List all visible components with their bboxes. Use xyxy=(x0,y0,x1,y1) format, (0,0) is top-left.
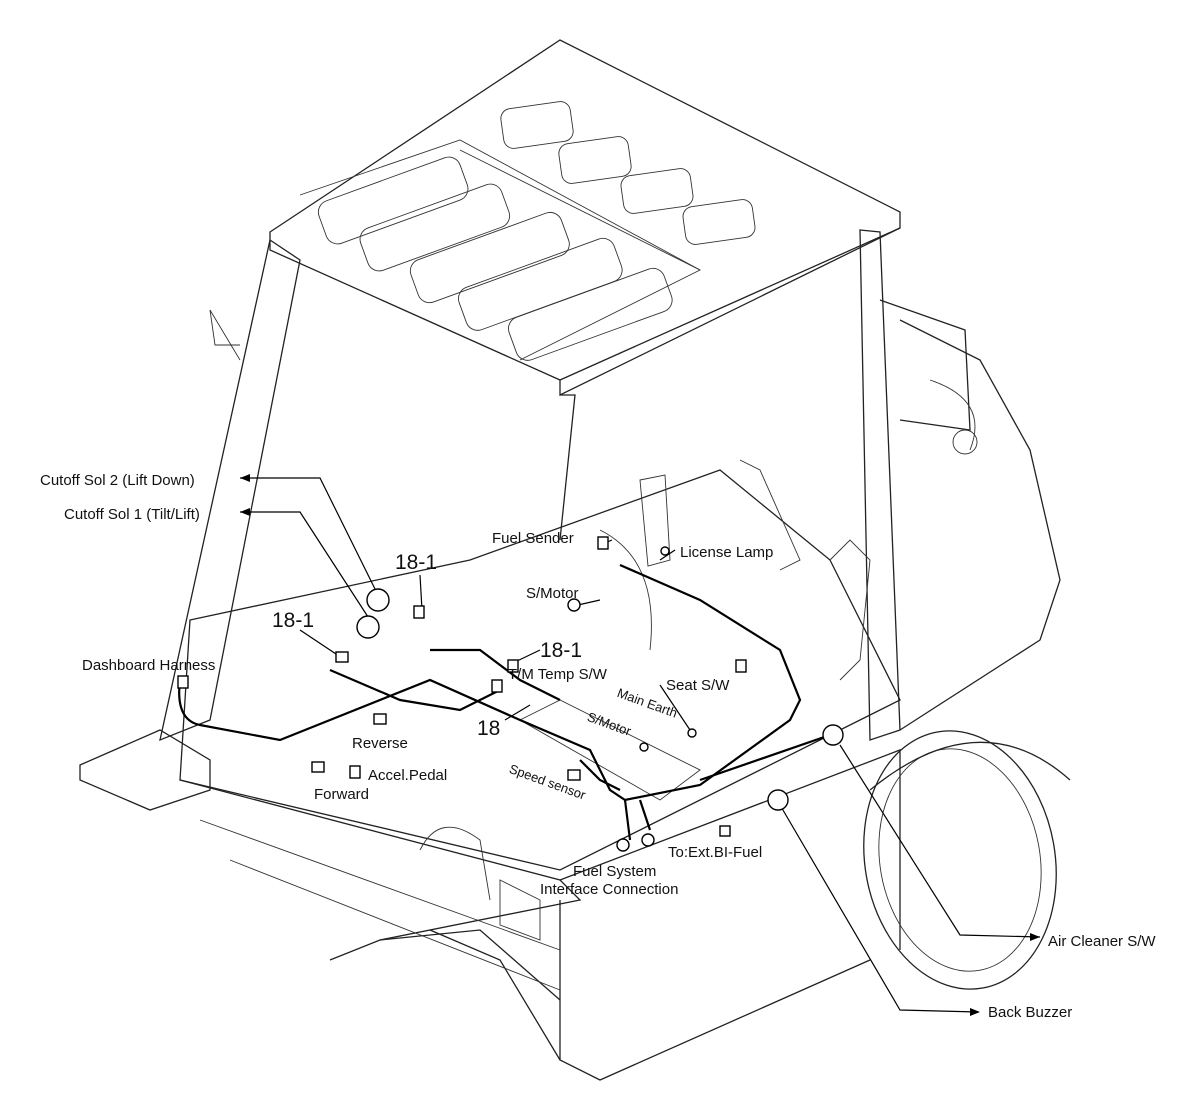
label-forward: Forward xyxy=(314,786,370,803)
arrowheads xyxy=(240,474,1040,1016)
label-ref-18-1-right: 18-1 xyxy=(540,639,583,662)
label-interface-connection: Interface Connection xyxy=(540,881,679,898)
label-ref-18-1-top: 18-1 xyxy=(395,551,438,574)
label-dashboard-harness: Dashboard Harness xyxy=(82,657,216,674)
guard-pillars xyxy=(159,229,971,742)
connectors xyxy=(177,536,844,852)
main-harness xyxy=(178,563,831,841)
label-cutoff-sol-2: Cutoff Sol 2 (Lift Down) xyxy=(40,472,195,489)
label-back-buzzer: Back Buzzer xyxy=(988,1004,1073,1021)
label-reverse: Reverse xyxy=(352,735,408,752)
label-license-lamp: License Lamp xyxy=(680,544,774,561)
label-fuel-system: Fuel System xyxy=(573,863,657,880)
label-ref-18: 18 xyxy=(477,717,501,740)
label-to-ext-bi-fuel: To:Ext.BI-Fuel xyxy=(668,844,763,861)
truck-body xyxy=(79,319,1061,1081)
leader-lines xyxy=(240,477,1041,1013)
label-tm-temp-sw: T/M Temp S/W xyxy=(508,666,607,683)
overhead-guard xyxy=(269,39,901,397)
label-fuel-sender: Fuel Sender xyxy=(492,530,574,547)
rear-wheel xyxy=(863,730,1071,990)
label-s-motor-top: S/Motor xyxy=(526,585,579,602)
label-air-cleaner-sw: Air Cleaner S/W xyxy=(1048,933,1156,950)
label-seat-sw: Seat S/W xyxy=(666,677,730,694)
label-ref-18-1-left: 18-1 xyxy=(272,609,315,632)
label-accel-pedal: Accel.Pedal xyxy=(368,767,448,784)
label-cutoff-sol-1: Cutoff Sol 1 (Tilt/Lift) xyxy=(64,506,200,523)
